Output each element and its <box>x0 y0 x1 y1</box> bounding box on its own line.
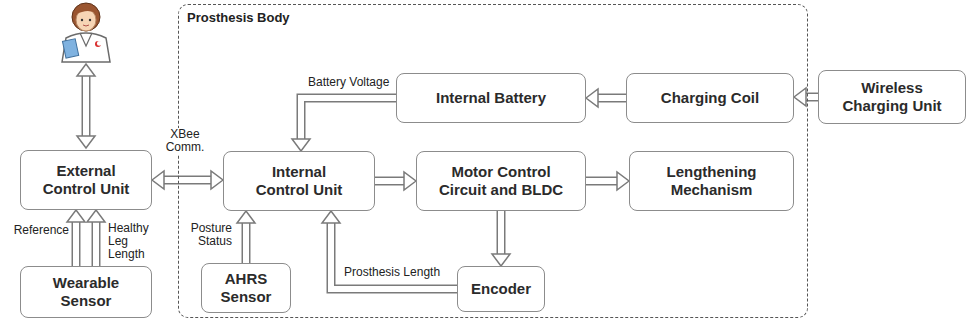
arrow-shaft-fill <box>93 220 99 266</box>
arrow-head <box>617 172 629 190</box>
box-label: Internal Battery <box>436 89 546 107</box>
process-box: External Control Unit <box>20 150 152 210</box>
process-box: Lengthening Mechanism <box>629 151 794 211</box>
process-box: AHRS Sensor <box>201 263 291 313</box>
arrow-shaft-fill <box>498 211 504 256</box>
arrow-head <box>152 171 164 189</box>
box-label: Lengthening Mechanism <box>657 163 767 199</box>
connector-group <box>794 88 818 106</box>
box-label: Wearable Sensor <box>44 274 128 310</box>
arrow-connector <box>596 94 626 103</box>
process-box: Wearable Sensor <box>20 266 152 318</box>
box-label: Charging Coil <box>661 89 759 107</box>
process-box: Internal Control Unit <box>223 151 375 211</box>
doctor-eye <box>81 19 83 21</box>
signal-label: XBee Comm. <box>154 128 216 154</box>
box-label: Wireless Charging Unit <box>836 79 948 115</box>
doctor-hair <box>72 3 100 31</box>
arrow-head <box>77 136 95 148</box>
arrow-shaft-fill <box>301 98 396 141</box>
box-label: AHRS Sensor <box>216 270 276 306</box>
box-label: Motor Control Circuit and BLDC <box>431 163 571 199</box>
signal-label: Battery Voltage <box>308 76 394 89</box>
arrow-head <box>67 210 85 222</box>
arrow-shaft-fill <box>162 177 213 183</box>
arrow-head <box>237 211 255 223</box>
connector-group <box>67 210 85 266</box>
arrow-connector <box>497 211 506 256</box>
double-arrow <box>77 64 95 148</box>
arrow-connector <box>162 176 213 185</box>
process-box: Charging Coil <box>626 73 794 123</box>
connector-group <box>586 172 629 190</box>
signal-label: Posture Status <box>184 222 232 248</box>
arrow-shaft-fill <box>243 221 249 263</box>
arrow-connector <box>72 220 81 266</box>
arrow-head <box>794 88 806 106</box>
arrow-connector <box>242 221 251 263</box>
group-outline: Prosthesis BodyInternal Battery Charging … <box>178 4 808 318</box>
process-box: Internal Battery <box>396 73 586 123</box>
group-title: Prosthesis Body <box>187 10 290 26</box>
process-box: Wireless Charging Unit <box>818 70 966 124</box>
arrow-connector <box>586 177 619 186</box>
arrow-shaft-fill <box>596 95 626 101</box>
arrow-head <box>322 211 340 223</box>
arrow-shaft <box>83 74 89 138</box>
arrow-head <box>211 171 223 189</box>
arrow-head <box>77 64 95 76</box>
doctor-figure <box>62 3 110 62</box>
arrow-shaft-fill <box>73 220 79 266</box>
arrow-shaft <box>82 74 91 138</box>
badge <box>97 41 102 46</box>
arrow-head <box>87 210 105 222</box>
arrow-head <box>586 89 598 107</box>
arrow-connector <box>301 98 396 141</box>
connector-group <box>492 211 510 266</box>
arrow-head <box>492 254 510 266</box>
doctor-fringe <box>75 8 97 14</box>
connector-group <box>152 171 223 189</box>
arrow-connector <box>375 177 406 186</box>
clipboard <box>62 39 78 58</box>
arrow-shaft-fill <box>375 178 406 184</box>
connector-group <box>292 98 396 151</box>
arrow-shaft-fill <box>586 178 619 184</box>
arrow-connector <box>92 220 101 266</box>
connector-group <box>237 211 255 263</box>
box-label: External Control Unit <box>32 162 140 198</box>
arrow-shaft-fill <box>331 221 457 289</box>
signal-label: Prosthesis Length <box>344 266 444 279</box>
connector-group <box>87 210 105 266</box>
doctor-eye <box>89 19 91 21</box>
arrow-head <box>404 172 416 190</box>
connector-group <box>586 89 626 107</box>
badge <box>95 41 101 47</box>
process-box: Encoder <box>457 266 545 312</box>
connector-group <box>322 211 457 289</box>
doctor-face <box>76 9 96 31</box>
box-label: Encoder <box>471 280 531 298</box>
doctor-mouth <box>83 25 89 26</box>
box-label: Internal Control Unit <box>245 163 353 199</box>
arrow-head <box>292 139 310 151</box>
signal-label: Healthy Leg Length <box>108 222 152 261</box>
connector-group <box>375 172 416 190</box>
doctor-collar <box>80 33 92 46</box>
doctor-coat <box>62 33 110 62</box>
arrow-connector <box>331 221 457 289</box>
process-box: Motor Control Circuit and BLDC <box>416 151 586 211</box>
signal-label: Reference <box>8 224 69 237</box>
